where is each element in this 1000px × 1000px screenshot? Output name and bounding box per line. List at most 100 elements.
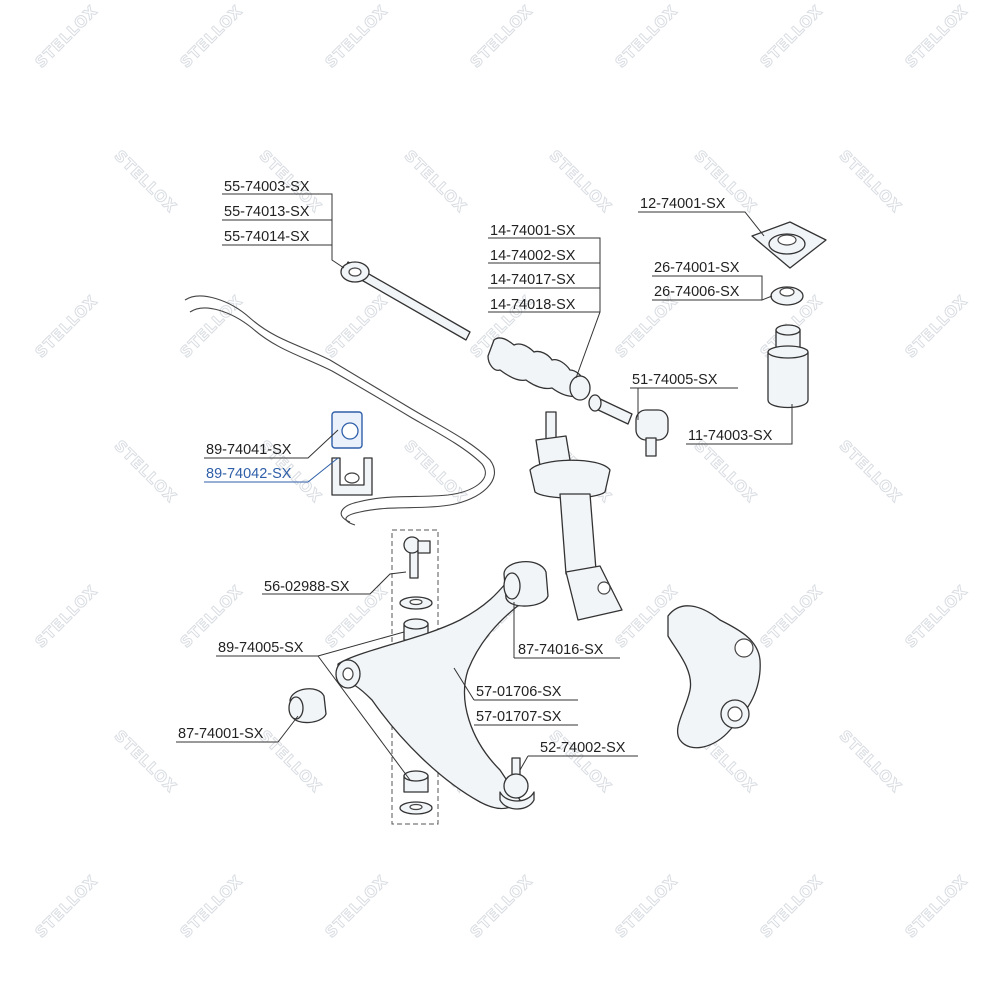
watermark-text: STELLOX	[902, 582, 972, 652]
label-lower-arm-1[interactable]: 57-01706-SX	[476, 684, 562, 700]
label-tie-rod-1[interactable]: 55-74003-SX	[224, 179, 310, 195]
label-ball-joint[interactable]: 52-74002-SX	[540, 740, 626, 756]
ball-joint[interactable]	[499, 757, 535, 810]
watermark-text: STELLOX	[836, 727, 906, 797]
label-tie-rod-2[interactable]: 55-74013-SX	[224, 204, 310, 220]
link-washer-bottom[interactable]	[399, 801, 433, 815]
watermark-text: STELLOX	[612, 872, 682, 942]
watermark-text: STELLOX	[836, 147, 906, 217]
stabilizer-bracket[interactable]	[331, 457, 373, 496]
label-dust-cover[interactable]: 11-74003-SX	[688, 428, 773, 444]
stabilizer-bushing[interactable]	[331, 411, 363, 449]
watermark-stamp: STELLOX	[690, 436, 761, 507]
tie-rod[interactable]	[340, 261, 471, 341]
strut-mount[interactable]	[751, 221, 827, 269]
label-stab-bushing-1[interactable]: 89-74041-SX	[206, 442, 292, 458]
watermark-stamp: STELLOX	[901, 291, 972, 362]
steering-knuckle[interactable]	[667, 605, 761, 749]
watermark-text: STELLOX	[256, 727, 326, 797]
strut-bearing[interactable]	[770, 286, 804, 306]
arm-bushing-front[interactable]	[288, 688, 327, 724]
watermark-stamp: STELLOX	[756, 1, 827, 72]
watermark-text: STELLOX	[467, 872, 537, 942]
watermark-stamp: STELLOX	[545, 146, 616, 217]
label-bearing-2[interactable]: 26-74006-SX	[654, 284, 740, 300]
watermark-stamp: STELLOX	[901, 581, 972, 652]
watermark-stamp: STELLOX	[31, 871, 102, 942]
label-link-bushing[interactable]: 89-74005-SX	[218, 640, 304, 656]
stabilizer-link[interactable]	[403, 536, 431, 579]
watermark-stamp: STELLOX	[835, 726, 906, 797]
watermark-text: STELLOX	[757, 582, 827, 652]
label-boot-1[interactable]: 14-74001-SX	[490, 223, 576, 239]
watermark-text: STELLOX	[32, 292, 102, 362]
watermark-stamp: STELLOX	[321, 1, 392, 72]
label-arm-bushing-front[interactable]: 87-74001-SX	[178, 726, 264, 742]
label-arm-bushing-rear[interactable]: 87-74016-SX	[518, 642, 604, 658]
watermark-stamp: STELLOX	[31, 291, 102, 362]
tie-rod-end[interactable]	[588, 394, 669, 457]
label-tie-rod-end[interactable]: 51-74005-SX	[632, 372, 718, 388]
watermark-stamp: STELLOX	[176, 871, 247, 942]
watermark-text: STELLOX	[546, 147, 616, 217]
lower-control-arm[interactable]	[335, 575, 521, 810]
watermark-text: STELLOX	[757, 872, 827, 942]
watermark-stamp: STELLOX	[466, 871, 537, 942]
watermark-text: STELLOX	[757, 2, 827, 72]
watermark-text: STELLOX	[177, 292, 247, 362]
watermark-text: STELLOX	[322, 292, 392, 362]
label-tie-rod-3[interactable]: 55-74014-SX	[224, 229, 310, 245]
shock-absorber[interactable]	[529, 411, 623, 621]
label-strut-mount[interactable]: 12-74001-SX	[640, 196, 726, 212]
watermark-text: STELLOX	[691, 437, 761, 507]
watermark-stamp: STELLOX	[321, 871, 392, 942]
watermark-text: STELLOX	[177, 872, 247, 942]
link-washer-top[interactable]	[399, 596, 433, 610]
watermark-text: STELLOX	[322, 872, 392, 942]
watermark-stamp: STELLOX	[756, 581, 827, 652]
label-stab-link[interactable]: 56-02988-SX	[264, 579, 350, 595]
watermark-stamp: STELLOX	[466, 1, 537, 72]
watermark-stamp: STELLOX	[176, 1, 247, 72]
watermark-stamp: STELLOX	[901, 871, 972, 942]
part-labels: 55-74003-SX 55-74013-SX 55-74014-SX 14-7…	[178, 179, 773, 756]
watermark-stamp: STELLOX	[835, 146, 906, 217]
label-boot-2[interactable]: 14-74002-SX	[490, 248, 576, 264]
steering-boot[interactable]	[487, 337, 591, 401]
watermark-text: STELLOX	[902, 292, 972, 362]
watermark-stamp: STELLOX	[545, 726, 616, 797]
watermark-text: STELLOX	[612, 292, 682, 362]
watermark-stamp: STELLOX	[31, 581, 102, 652]
watermark-stamp: STELLOX	[756, 871, 827, 942]
watermark-stamp: STELLOX	[611, 871, 682, 942]
arm-bushing-rear[interactable]	[503, 560, 549, 607]
watermark-text: STELLOX	[836, 437, 906, 507]
link-bushing-bottom[interactable]	[403, 770, 429, 793]
watermark-stamp: STELLOX	[31, 1, 102, 72]
watermark-text: STELLOX	[32, 582, 102, 652]
watermark-stamp: STELLOX	[255, 726, 326, 797]
watermark-text: STELLOX	[467, 2, 537, 72]
watermark-stamp: STELLOX	[110, 436, 181, 507]
label-boot-4[interactable]: 14-74018-SX	[490, 297, 576, 313]
watermark-text: STELLOX	[902, 872, 972, 942]
watermark-text: STELLOX	[111, 147, 181, 217]
label-boot-3[interactable]: 14-74017-SX	[490, 272, 576, 288]
label-bearing-1[interactable]: 26-74001-SX	[654, 260, 740, 276]
watermark-text: STELLOX	[401, 147, 471, 217]
watermark-text: STELLOX	[902, 2, 972, 72]
watermark-stamp: STELLOX	[901, 1, 972, 72]
stabilizer-bar[interactable]	[184, 295, 496, 526]
label-stab-bushing-2[interactable]: 89-74042-SX	[206, 466, 292, 482]
watermark-text: STELLOX	[322, 2, 392, 72]
watermark-text: STELLOX	[612, 2, 682, 72]
watermark-stamp: STELLOX	[835, 436, 906, 507]
dust-cover[interactable]	[767, 345, 809, 409]
bump-stop[interactable]	[775, 324, 801, 351]
label-lower-arm-2[interactable]: 57-01707-SX	[476, 709, 562, 725]
watermark-stamp: STELLOX	[110, 726, 181, 797]
watermark-text: STELLOX	[111, 727, 181, 797]
watermark-text: STELLOX	[111, 437, 181, 507]
watermark-text: STELLOX	[32, 872, 102, 942]
